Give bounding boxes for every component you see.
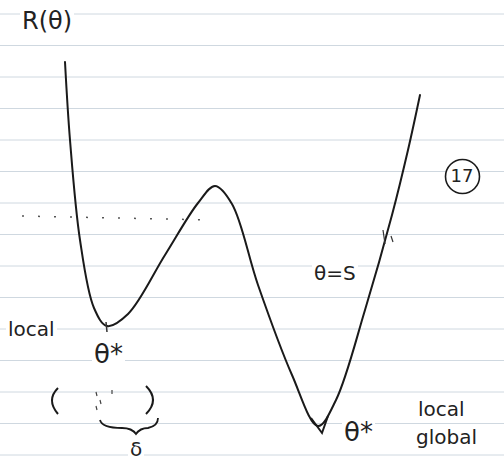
region-label: global	[414, 426, 479, 448]
width-label: δ	[128, 438, 144, 460]
paper-rule	[0, 392, 504, 393]
level-dotted-line	[22, 216, 212, 220]
paper-rule	[0, 14, 504, 15]
point-label: θ*	[342, 418, 375, 447]
tick-mark	[383, 230, 393, 244]
paper-rule	[0, 329, 504, 330]
tick-mark	[106, 322, 107, 332]
paper-rule	[0, 423, 504, 424]
dot-marks	[96, 390, 112, 410]
paper-rule	[0, 108, 504, 109]
region-label: local	[6, 318, 57, 340]
circle-outline	[445, 159, 479, 193]
risk-curve	[65, 62, 420, 426]
paper-rule	[0, 140, 504, 141]
paper-rule	[0, 455, 504, 456]
paper-rule	[0, 360, 504, 361]
region-label: local	[416, 398, 467, 420]
close-bracket	[146, 386, 153, 414]
axis-label: R(θ)	[20, 8, 74, 34]
number-text: 17	[451, 166, 474, 186]
arrow-head	[311, 416, 328, 433]
paper-rule	[0, 171, 504, 172]
paper-rule	[0, 234, 504, 235]
point-label: θ*	[92, 340, 125, 369]
paper-rule	[0, 45, 504, 46]
circled-number: 17	[444, 158, 481, 195]
brace	[100, 418, 158, 434]
point-label: θ=S	[312, 262, 358, 284]
paper-rule	[0, 77, 504, 78]
open-bracket	[52, 388, 58, 414]
paper-rule	[0, 297, 504, 298]
